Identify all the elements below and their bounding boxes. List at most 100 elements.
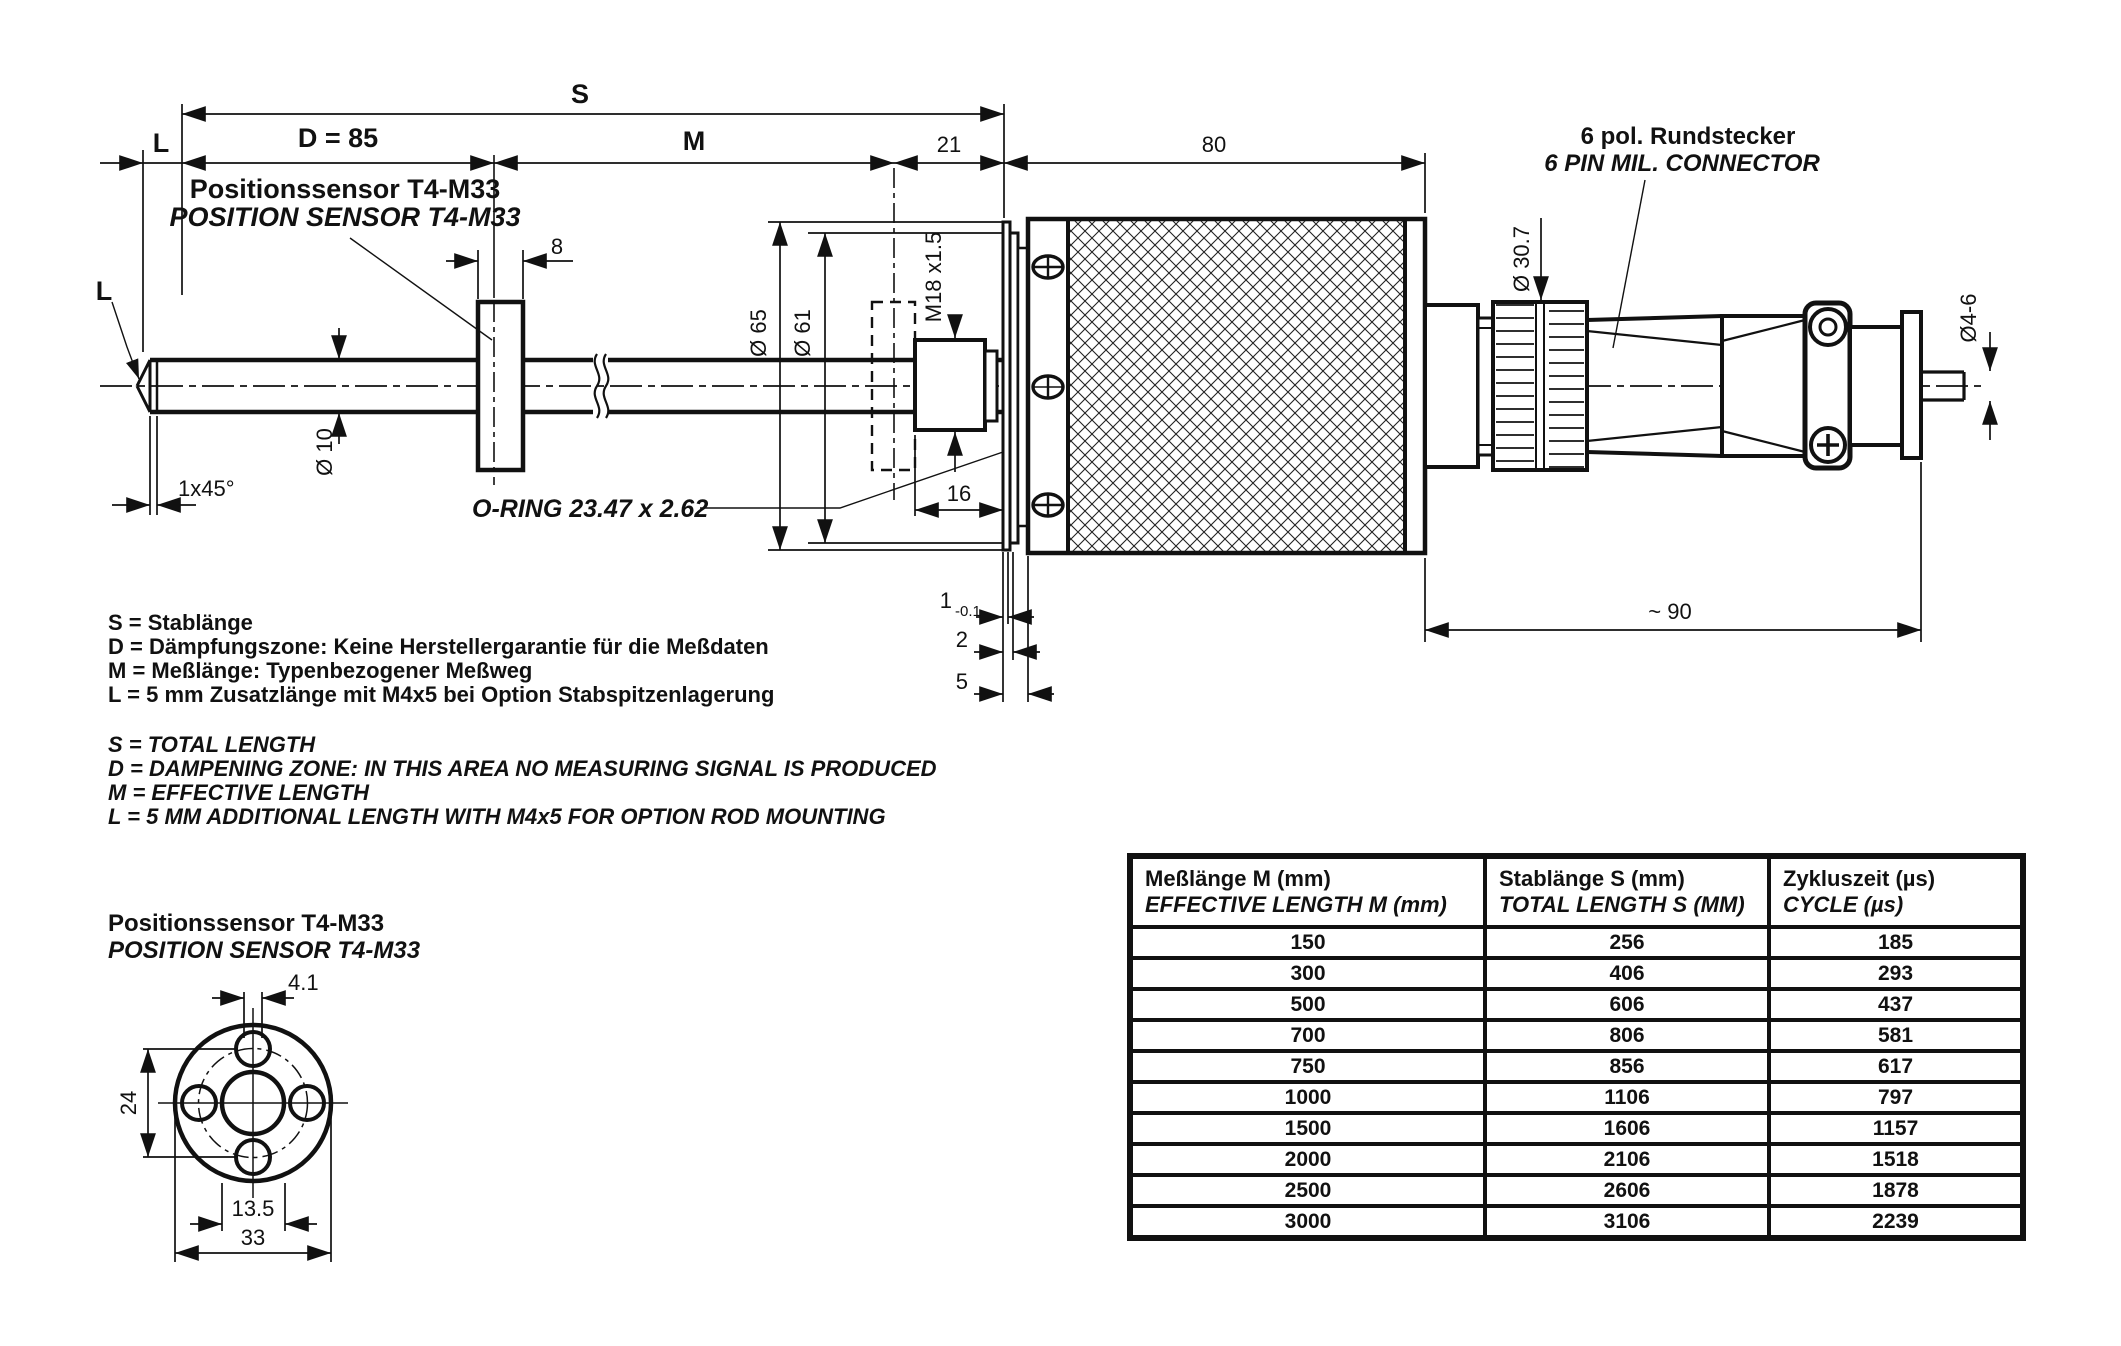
legend-de-line-4: L = 5 mm Zusatzlänge mit M4x5 bei Option… [108, 682, 774, 707]
rod-tip-leader [111, 301, 140, 380]
connector-rear-flange [1900, 310, 1923, 460]
table-cell: 256 [1483, 925, 1771, 960]
header-effective-length: Meßlänge M (mm) EFFECTIVE LENGTH M (mm) [1128, 854, 1487, 929]
connector-neck [1476, 316, 1495, 457]
table-cell: 2500 [1128, 1173, 1487, 1208]
dim-label-21: 21 [937, 132, 961, 157]
header-de: Zykluszeit (µs) [1783, 866, 1936, 891]
clamp-screw-icon [1809, 426, 1847, 464]
header-de: Meßlänge M (mm) [1145, 866, 1331, 891]
dim-label-l-leader: L [96, 276, 113, 306]
dim-od-33 [174, 1108, 332, 1262]
flange-title-en: POSITION SENSOR T4-M33 [108, 937, 421, 964]
connector-rear-block [1848, 325, 1904, 447]
dim-8 [446, 250, 573, 299]
legend-en-line-3: M = EFFECTIVE LENGTH [108, 780, 370, 805]
table-cell: 1000 [1128, 1080, 1487, 1115]
header-total-length: Stablänge S (mm) TOTAL LENGTH S (MM) [1483, 854, 1771, 929]
dim-label-24: 24 [116, 1091, 141, 1115]
dim-label-1: 1 [940, 588, 952, 613]
header-en: EFFECTIVE LENGTH M (mm) [1145, 892, 1447, 917]
dim-label-l-top: L [153, 128, 170, 158]
dim-pilot-dia [808, 232, 1002, 544]
legend-de-line-1: S = Stablänge [108, 610, 253, 635]
dim-label-thread: M18 x1.5 [921, 232, 946, 323]
dim-label-5: 5 [956, 669, 968, 694]
dim-label-2: 2 [956, 627, 968, 652]
rod-tip-chamfer [135, 359, 159, 413]
flange-title-de: Positionssensor T4-M33 [108, 910, 384, 937]
dim-label-d85: D = 85 [298, 123, 378, 153]
legend: S = Stablänge D = Dämpfungszone: Keine H… [108, 610, 937, 829]
table-cell: 437 [1767, 987, 2025, 1022]
dim-label-pilot-dia: Ø 61 [790, 309, 815, 357]
magnet-leader [349, 237, 493, 341]
dimension-lines-top [100, 104, 1426, 352]
connector-clamp [1802, 300, 1853, 471]
dim-label-rod-dia: Ø 10 [312, 428, 337, 476]
table-cell: 3106 [1483, 1204, 1771, 1240]
dim-approx-90 [1424, 462, 1922, 642]
legend-de-line-2: D = Dämpfungszone: Keine Herstellergaran… [108, 634, 769, 659]
table-cell: 1606 [1483, 1111, 1771, 1146]
mounting-flange [1001, 220, 1030, 552]
spec-table-header: Meßlänge M (mm) EFFECTIVE LENGTH M (mm) … [1128, 854, 2025, 929]
flange-hole-right [288, 1084, 326, 1122]
table-cell: 806 [1483, 1018, 1771, 1053]
header-en: TOTAL LENGTH S (MM) [1499, 892, 1745, 917]
table-cell: 797 [1767, 1080, 2025, 1115]
header-en: CYCLE (µs) [1783, 892, 1904, 917]
body-hatch [1066, 217, 1407, 555]
ghost-magnet-outline [870, 168, 917, 500]
dim-label-flange-od: Ø 65 [746, 309, 771, 357]
oring-leader [700, 451, 1004, 509]
table-cell: 606 [1483, 987, 1771, 1022]
connector-step [1423, 303, 1480, 469]
table-cell: 2000 [1128, 1142, 1487, 1177]
legend-de-line-3: M = Meßlänge: Typenbezogener Meßweg [108, 658, 532, 683]
legend-en-line-4: L = 5 MM ADDITIONAL LENGTH WITH M4x5 FOR… [108, 804, 886, 829]
table-cell: 700 [1128, 1018, 1487, 1053]
dim-label-16: 16 [947, 481, 971, 506]
table-cell: 293 [1767, 956, 2025, 991]
spec-table: Meßlänge M (mm) EFFECTIVE LENGTH M (mm) … [1127, 853, 2026, 1241]
rod-break-icon [593, 353, 610, 419]
bolt-circle [197, 1047, 309, 1159]
leader-lines [111, 179, 1646, 509]
legend-en-line-1: S = TOTAL LENGTH [108, 732, 316, 757]
dim-label-chamfer: 1x45° [178, 476, 235, 501]
main-title-de: Positionssensor T4-M33 [190, 174, 501, 204]
table-cell: 1157 [1767, 1111, 2025, 1146]
connector-label-de: 6 pol. Rundstecker [1581, 123, 1796, 150]
table-cell: 406 [1483, 956, 1771, 991]
table-cell: 1106 [1483, 1080, 1771, 1115]
dim-label-approx90: ~ 90 [1648, 599, 1691, 624]
dim-24 [140, 1048, 238, 1158]
connector-knurl [1491, 300, 1589, 472]
dim-label-80: 80 [1202, 132, 1226, 157]
connector-leader [1612, 179, 1646, 349]
dim-label-cable-dia: Ø4-6 [1956, 294, 1981, 343]
dim-label-8: 8 [551, 234, 563, 259]
flange-outer-circle [172, 1022, 334, 1184]
table-cell: 300 [1128, 956, 1487, 991]
dim-label-1-tol: -0.1 [955, 603, 981, 620]
dim-plate-thickness [974, 552, 1054, 702]
dim-label-33: 33 [241, 1225, 265, 1250]
dim-label-4-1: 4.1 [288, 970, 319, 995]
table-cell: 150 [1128, 925, 1487, 960]
dim-bore-13-5 [190, 1183, 317, 1232]
sensor-body [1025, 216, 1428, 556]
table-cell: 1500 [1128, 1111, 1487, 1146]
table-cell: 581 [1767, 1018, 2025, 1053]
oring-label: O-RING 23.47 x 2.62 [472, 495, 708, 523]
